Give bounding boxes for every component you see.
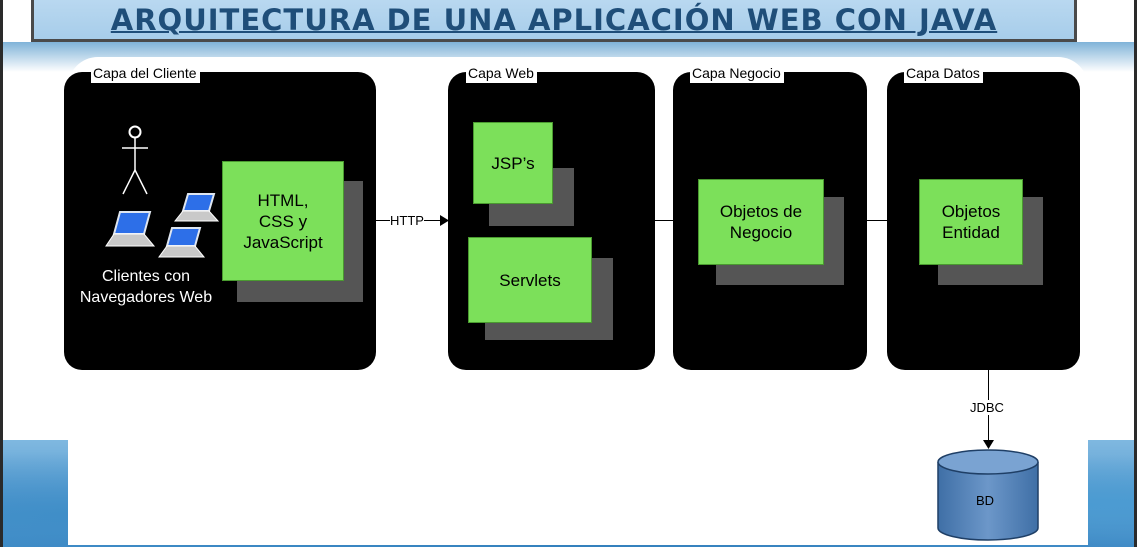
client-layer-label: Capa del Cliente	[91, 64, 200, 83]
business-data-connector	[867, 220, 887, 221]
slide-title: Arquitectura de una aplicación Web con J…	[111, 3, 997, 37]
http-label: HTTP	[390, 213, 424, 228]
web-business-connector	[655, 220, 673, 221]
laptop-icon	[104, 210, 162, 250]
title-banner: Arquitectura de una aplicación Web con J…	[31, 0, 1077, 42]
client-tech-box: HTML, CSS y JavaScript	[222, 161, 344, 281]
entity-objects-box: Objetos Entidad	[919, 179, 1023, 265]
web-layer-label: Capa Web	[466, 64, 537, 83]
client-users-label: Clientes con Navegadores Web	[64, 266, 228, 308]
database-label: BD	[976, 493, 994, 508]
business-layer-label: Capa Negocio	[690, 64, 784, 83]
user-icon	[117, 124, 153, 196]
business-objects-box: Objetos de Negocio	[698, 179, 824, 265]
jdbc-label: JDBC	[970, 400, 1004, 415]
jsp-box: JSP’s	[473, 122, 553, 204]
servlets-box: Servlets	[468, 237, 592, 323]
laptop-icon	[174, 192, 222, 224]
laptop-icon	[158, 226, 208, 260]
data-layer-label: Capa Datos	[904, 64, 983, 83]
slide-border-left	[0, 0, 3, 547]
